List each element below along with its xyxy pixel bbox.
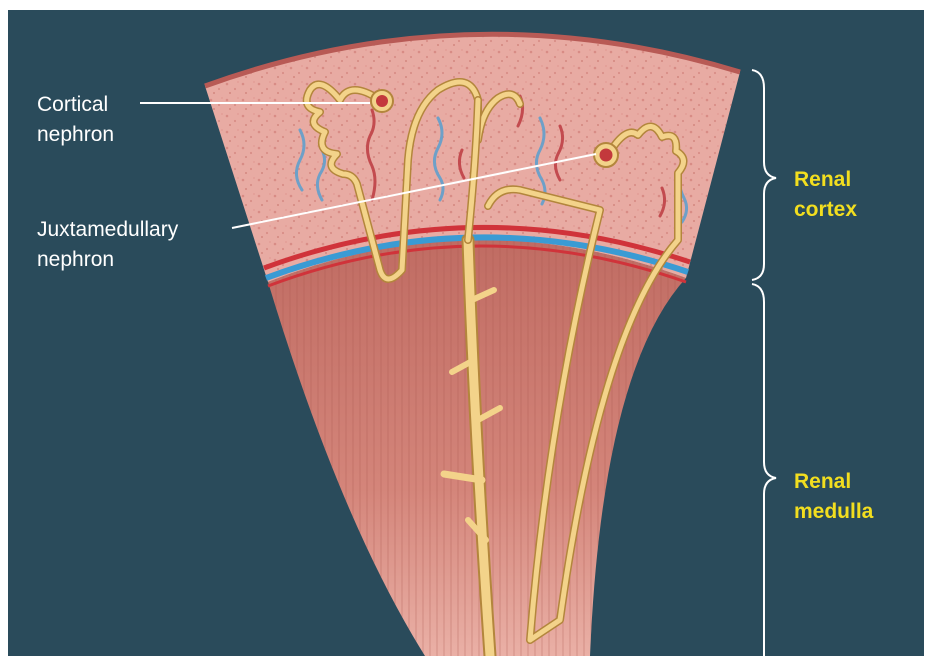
kidney-nephron-diagram: Cortical nephron Juxtamedullary nephron … bbox=[0, 0, 932, 656]
